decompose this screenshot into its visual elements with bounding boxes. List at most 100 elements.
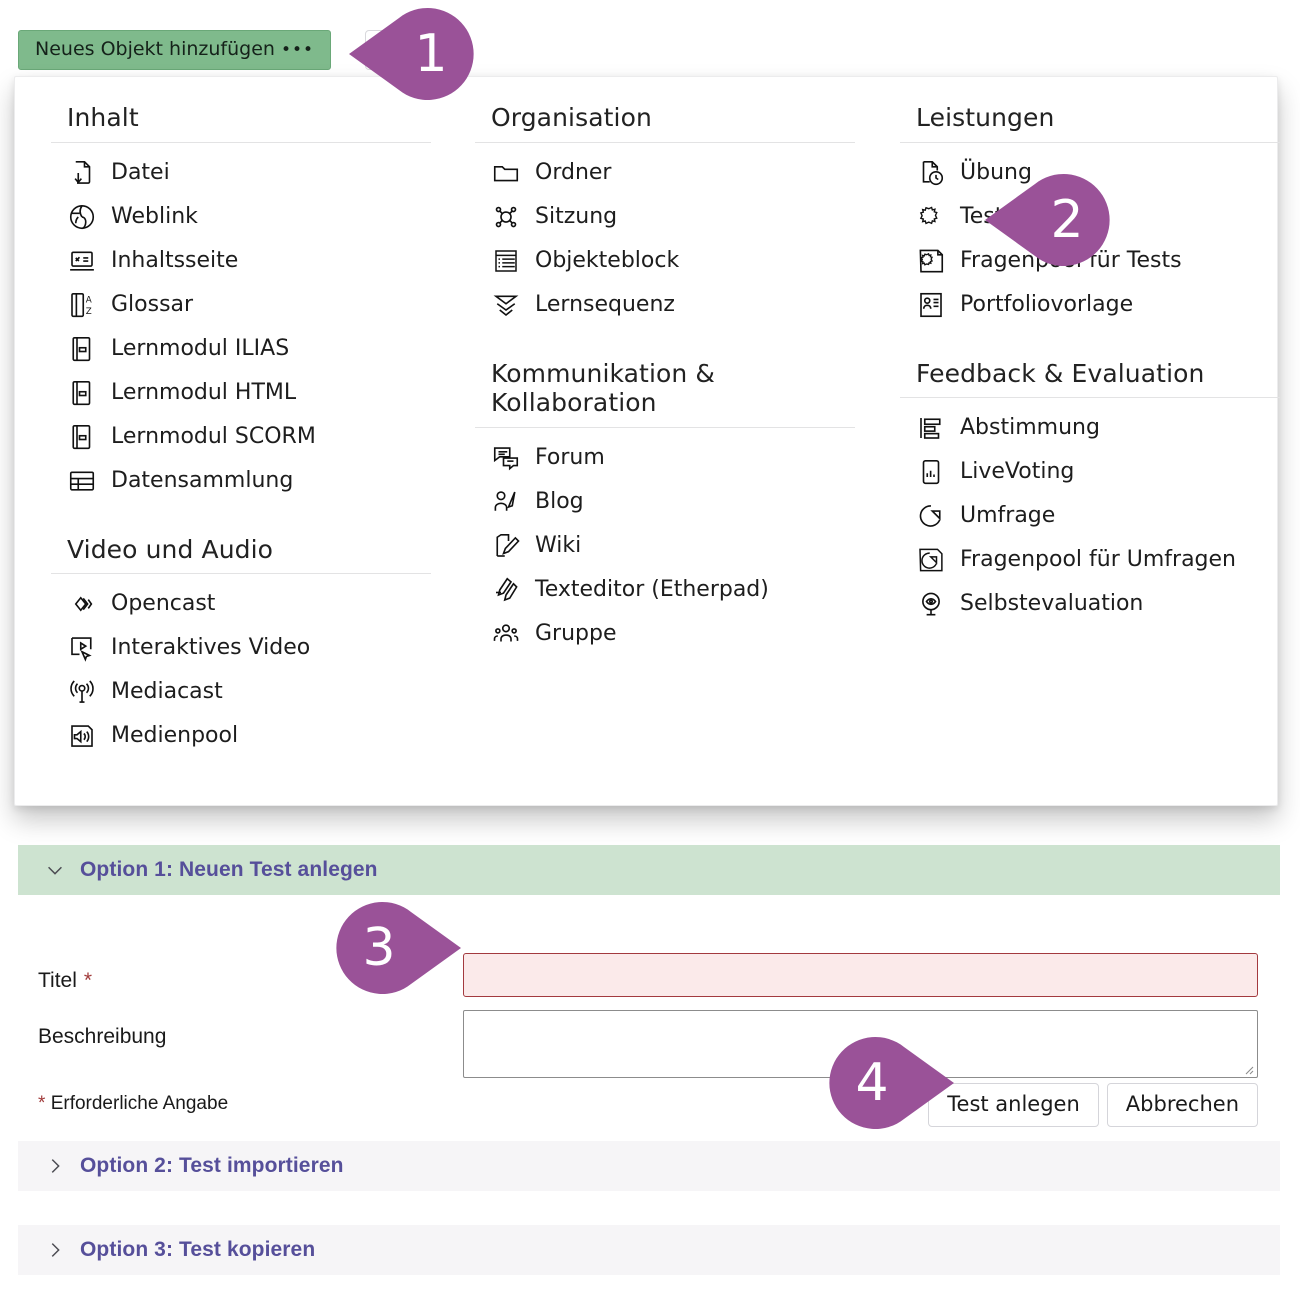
poll-bars-icon (916, 413, 946, 443)
menu-item-label: Medienpool (111, 723, 239, 749)
menu-item-label: Portfoliovorlage (960, 291, 1134, 317)
learning-module-icon (67, 378, 97, 408)
group-people-icon (491, 619, 521, 649)
menu-item-abstimmung[interactable]: Abstimmung (900, 406, 1280, 450)
menu-item-opencast[interactable]: Opencast (51, 582, 431, 626)
forum-speech-icon (491, 443, 521, 473)
menu-item-label: Umfrage (960, 503, 1056, 529)
menu-item-lernsequenz[interactable]: Lernsequenz (475, 283, 855, 327)
menu-item-label: Wiki (535, 532, 582, 558)
add-object-dropdown-panel: Inhalt Datei Weblink Inhaltsseite (14, 76, 1280, 806)
menu-item-objekteblock[interactable]: Objekteblock (475, 239, 855, 283)
option-2-panel[interactable]: Option 2: Test importieren (18, 1141, 1280, 1191)
menu-item-datei[interactable]: Datei (51, 151, 431, 195)
option-1-header[interactable]: Option 1: Neuen Test anlegen (18, 845, 1280, 895)
menu-item-label: Ordner (535, 159, 612, 185)
menu-item-label: Abstimmung (960, 415, 1100, 441)
chevron-right-icon (44, 1239, 66, 1261)
callout-badge-2: 2 (985, 172, 1121, 268)
menu-item-label: Interaktives Video (111, 635, 311, 661)
option-2-title: Option 2: Test importieren (80, 1154, 344, 1177)
menu-item-fragenpool-fuer-umfragen[interactable]: Fragenpool für Umfragen (900, 538, 1280, 582)
opencast-diamonds-icon (67, 589, 97, 619)
add-new-object-label: Neues Objekt hinzufügen (35, 38, 275, 60)
menu-item-portfoliovorlage[interactable]: Portfoliovorlage (900, 283, 1280, 327)
folder-icon (491, 158, 521, 188)
blog-person-pen-icon (491, 487, 521, 517)
title-field-label: Titel (38, 969, 77, 992)
callout-badge-3: 3 (325, 900, 461, 996)
group-title-feedback-evaluation: Feedback & Evaluation (900, 359, 1280, 398)
menu-item-sitzung[interactable]: Sitzung (475, 195, 855, 239)
option-1-panel: Option 1: Neuen Test anlegen Titel * Besc… (18, 845, 1280, 1128)
cancel-button[interactable]: Abbrechen (1106, 1083, 1258, 1128)
menu-item-wiki[interactable]: Wiki (475, 524, 855, 568)
menu-item-gruppe[interactable]: Gruppe (475, 612, 855, 656)
required-hint-asterisk: * (38, 1093, 46, 1114)
option-2-header[interactable]: Option 2: Test importieren (18, 1141, 1280, 1191)
add-new-object-button[interactable]: Neues Objekt hinzufügen ••• (18, 30, 332, 70)
option-3-panel[interactable]: Option 3: Test kopieren (18, 1225, 1280, 1275)
menu-item-label: Übung (960, 159, 1032, 185)
form-button-row: Test anlegen Abbrechen (928, 1083, 1258, 1128)
callout-badge-4: 4 (818, 1035, 954, 1131)
learning-module-icon (67, 334, 97, 364)
menu-item-label: Lernmodul HTML (111, 379, 297, 405)
broadcast-antenna-icon (67, 677, 97, 707)
test-puzzle-icon (916, 202, 946, 232)
dropdown-column-1: Inhalt Datei Weblink Inhaltsseite (51, 103, 431, 758)
menu-item-weblink[interactable]: Weblink (51, 195, 431, 239)
menu-item-label: Blog (535, 488, 584, 514)
title-input[interactable] (463, 953, 1258, 997)
menu-item-inhaltsseite[interactable]: Inhaltsseite (51, 239, 431, 283)
option-1-title: Option 1: Neuen Test anlegen (80, 858, 378, 881)
option-1-form: Titel* Beschreibung * Erforderliche Anga… (18, 895, 1280, 1128)
menu-item-uebung[interactable]: Übung (900, 151, 1280, 195)
callout-number: 1 (414, 24, 448, 84)
file-download-icon (67, 158, 97, 188)
menu-item-label: Fragenpool für Umfragen (960, 547, 1236, 573)
option-3-header[interactable]: Option 3: Test kopieren (18, 1225, 1280, 1275)
menu-item-ordner[interactable]: Ordner (475, 151, 855, 195)
menu-item-label: Glossar (111, 291, 194, 317)
menu-item-selbstevaluation[interactable]: Selbstevaluation (900, 582, 1280, 626)
callout-badge-1: 1 (349, 6, 485, 102)
menu-item-label: Selbstevaluation (960, 591, 1144, 617)
svg-text:Z: Z (86, 306, 92, 316)
menu-item-datensammlung[interactable]: Datensammlung (51, 459, 431, 503)
ellipsis-icon: ••• (281, 40, 315, 60)
menu-item-lernmodul-scorm[interactable]: Lernmodul SCORM (51, 415, 431, 459)
menu-item-label: Objekteblock (535, 247, 680, 273)
menu-item-label: Forum (535, 444, 605, 470)
wiki-page-pen-icon (491, 531, 521, 561)
menu-item-livevoting[interactable]: LiveVoting (900, 450, 1280, 494)
menu-item-lernmodul-ilias[interactable]: Lernmodul ILIAS (51, 327, 431, 371)
menu-item-label: LiveVoting (960, 459, 1075, 485)
menu-item-mediacast[interactable]: Mediacast (51, 670, 431, 714)
menu-item-texteditor-etherpad[interactable]: Texteditor (Etherpad) (475, 568, 855, 612)
menu-item-umfrage[interactable]: Umfrage (900, 494, 1280, 538)
speaker-sound-icon (67, 721, 97, 751)
group-title-kommunikation: Kommunikation & Kollaboration (475, 359, 855, 428)
menu-item-forum[interactable]: Forum (475, 436, 855, 480)
description-field-label: Beschreibung (38, 1025, 167, 1048)
create-test-button[interactable]: Test anlegen (928, 1083, 1099, 1128)
menu-item-interaktives-video[interactable]: Interaktives Video (51, 626, 431, 670)
interactive-video-icon (67, 633, 97, 663)
menu-item-label: Opencast (111, 591, 216, 617)
menu-item-lernmodul-html[interactable]: Lernmodul HTML (51, 371, 431, 415)
group-list-organisation: Ordner Sitzung Objekteblock Lernsequenz (475, 151, 855, 327)
globe-link-icon (67, 202, 97, 232)
menu-item-label: Sitzung (535, 203, 618, 229)
menu-item-blog[interactable]: Blog (475, 480, 855, 524)
menu-item-medienpool[interactable]: Medienpool (51, 714, 431, 758)
option-3-title: Option 3: Test kopieren (80, 1238, 316, 1261)
etherpad-pen-icon (491, 575, 521, 605)
menu-item-label: Mediacast (111, 679, 223, 705)
question-pool-test-icon (916, 246, 946, 276)
group-list-video-audio: Opencast Interaktives Video Mediacast Me… (51, 582, 431, 758)
object-block-icon (491, 246, 521, 276)
resize-handle-icon[interactable] (1238, 1059, 1254, 1075)
